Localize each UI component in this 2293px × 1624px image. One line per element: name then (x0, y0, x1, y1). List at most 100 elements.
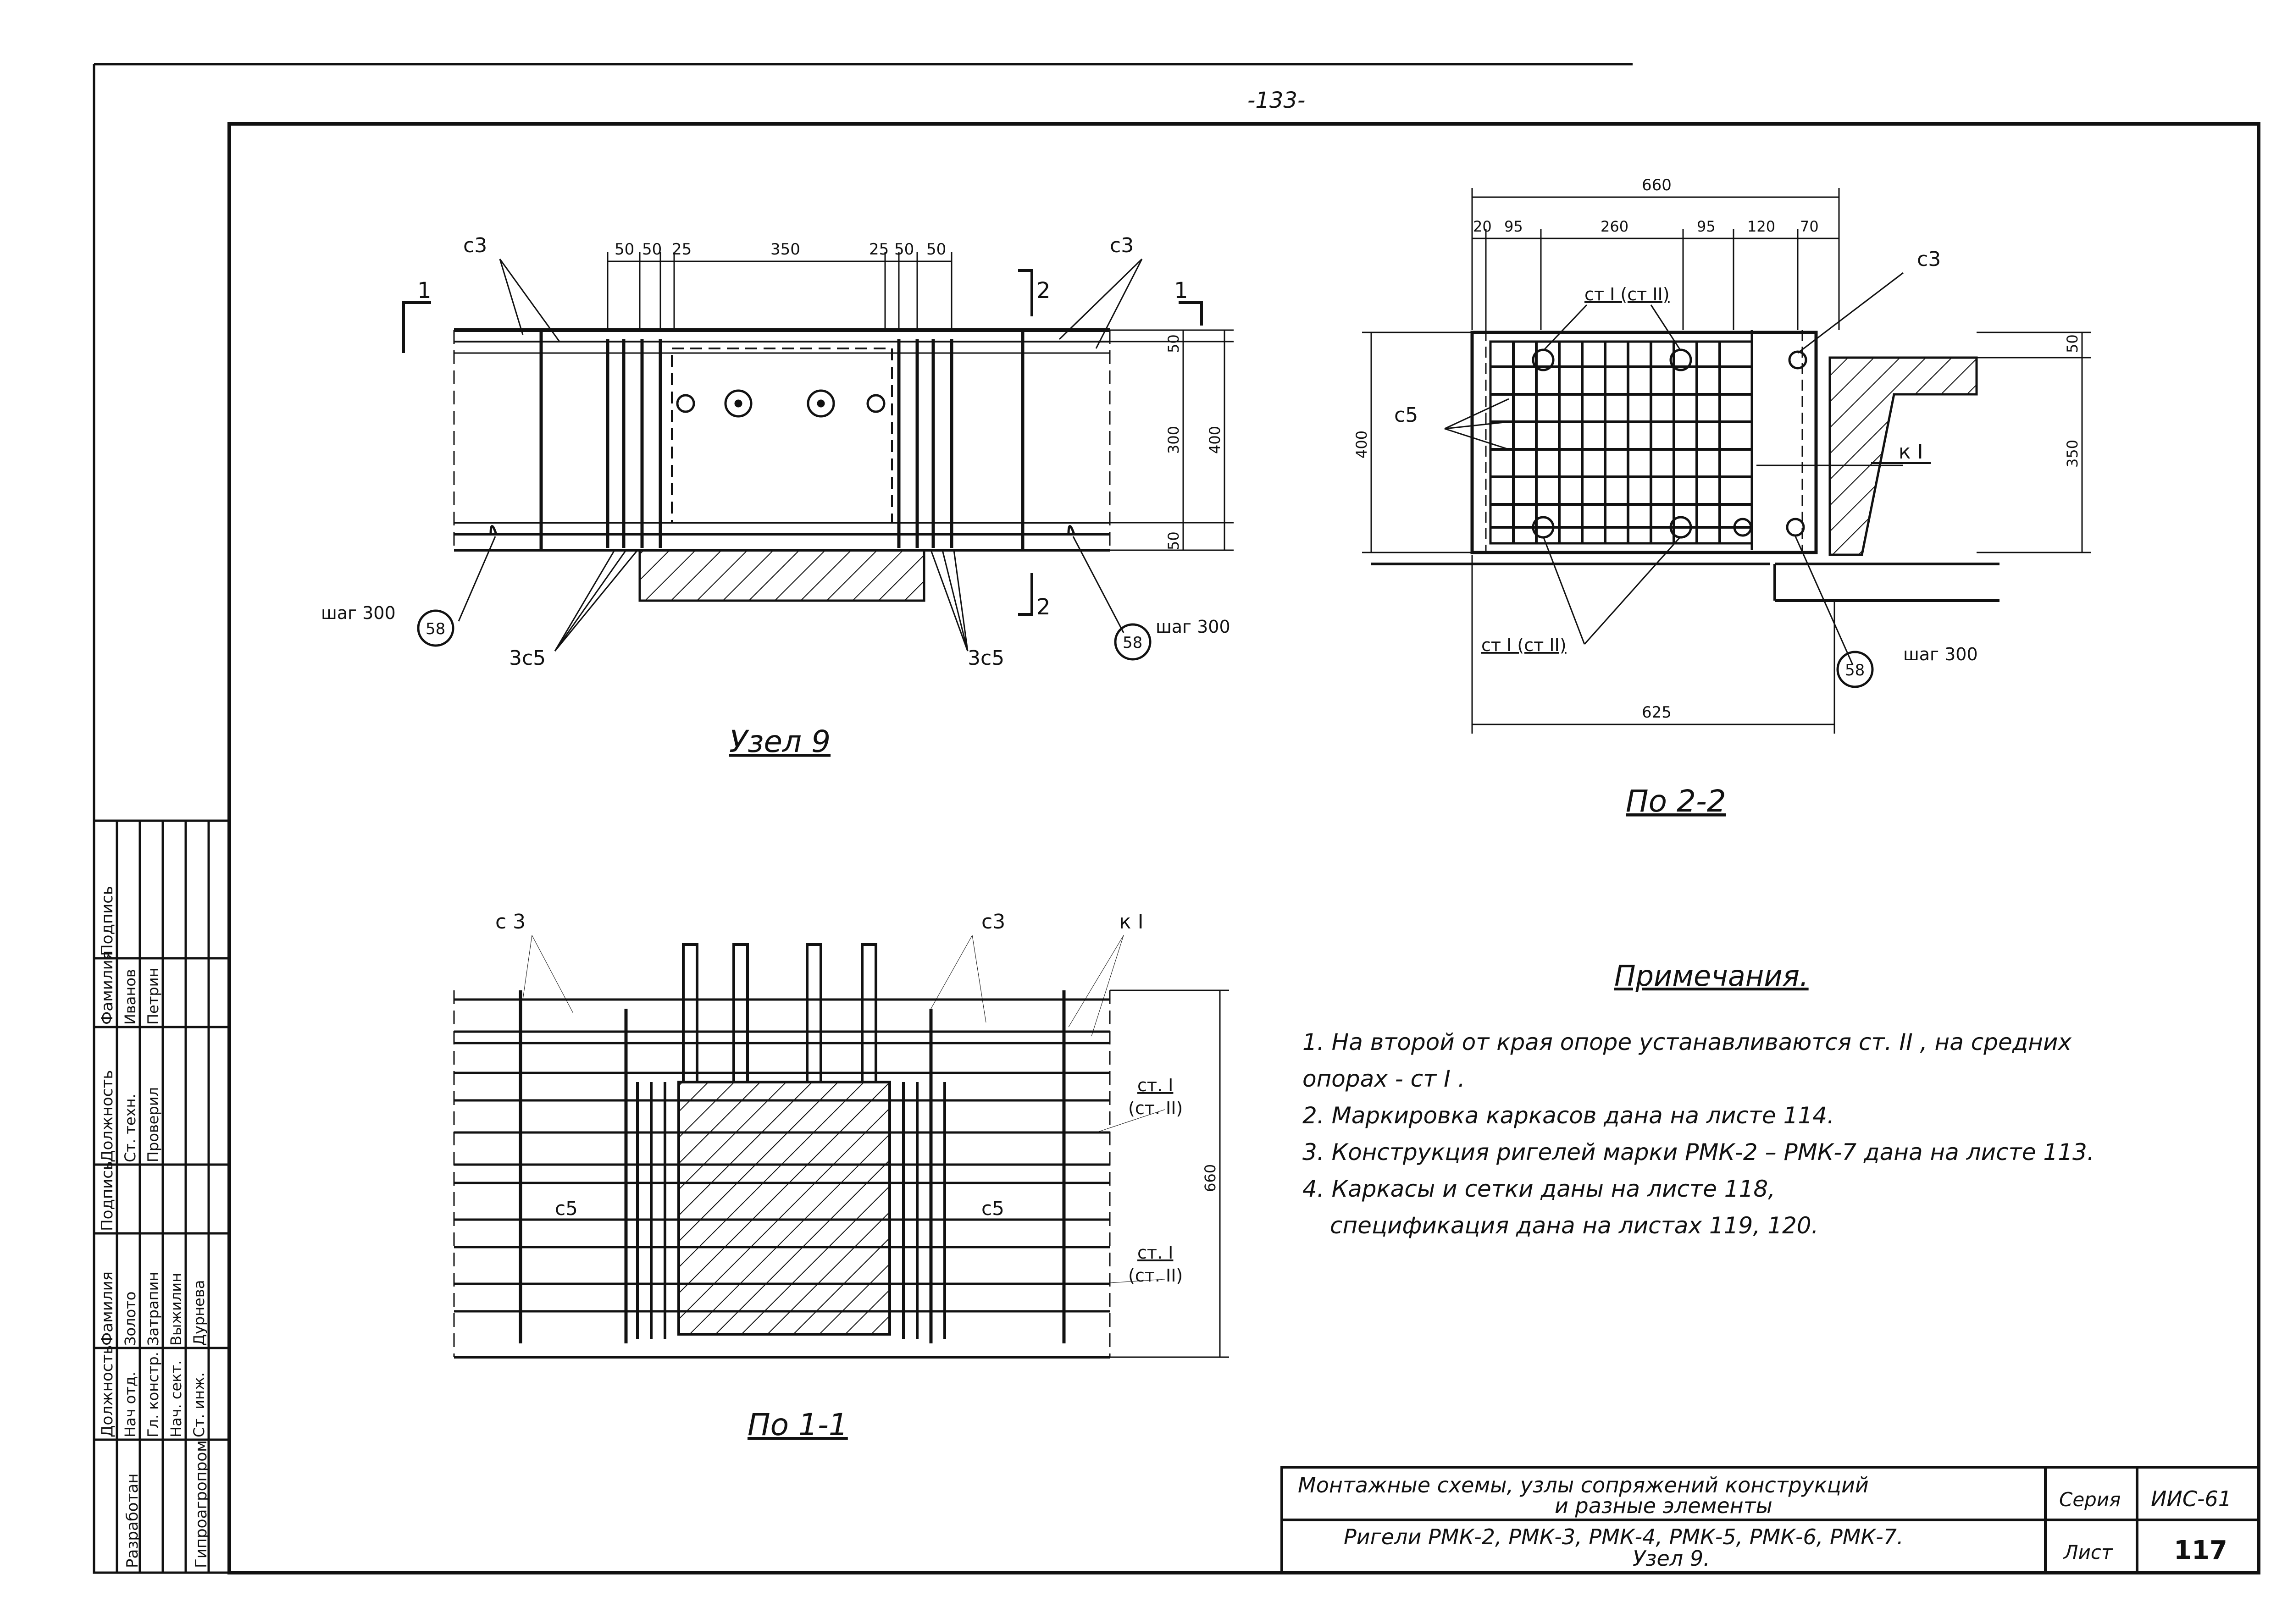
side-row5-pos: Ст. техн. (122, 1094, 139, 1162)
section22-dim-95b: 95 (1697, 218, 1716, 235)
side-row3-name: Выжилин (167, 1273, 185, 1346)
node9-label-3c5-left: 3с5 (509, 646, 546, 670)
side-row5-name: Иванов (122, 969, 139, 1025)
section22-dim-400: 400 (1353, 431, 1370, 458)
notes-line-6: спецификация дана на листах 119, 120. (1330, 1212, 1818, 1239)
sheet-label: Лист (2063, 1541, 2113, 1563)
side-header-5: Фамилия (98, 950, 116, 1025)
section11-st1: ст. I (1137, 1075, 1173, 1095)
notes-line-1: 1. На второй от края опоре устанавливают… (1302, 1029, 2071, 1055)
section22-labels: 660 20 95 260 95 120 70 400 50 350 625 с… (1353, 176, 2081, 819)
side-header-1: Должность (98, 1345, 116, 1437)
node9-cut1-left: 1 (417, 278, 432, 304)
side-row1-pos: Нач отд. (122, 1372, 139, 1437)
node9-dim-50c: 50 (894, 240, 914, 259)
side-row4-name: Дурнева (190, 1280, 208, 1346)
notes-line-4: 3. Конструкция ригелей марки РМК-2 – РМК… (1302, 1139, 2094, 1166)
node9-dim-25a: 25 (672, 240, 692, 259)
section11-title: По 1-1 (748, 1407, 848, 1442)
title-line-4: Узел 9. (1633, 1546, 1710, 1571)
section11-c3-left: с 3 (495, 910, 526, 934)
node9-cut2-top: 2 (1036, 278, 1051, 304)
title-block (1280, 1466, 2260, 1574)
series-label: Серия (2059, 1488, 2121, 1511)
series-value: ИИС-61 (2151, 1486, 2232, 1511)
node9-cut1-right: 1 (1174, 278, 1188, 304)
section11-dim-660: 660 (1202, 1164, 1219, 1192)
section11-st2: ст. I (1137, 1243, 1173, 1263)
section11-c5-left: с5 (555, 1197, 578, 1220)
section22-dim-50: 50 (2064, 334, 2081, 353)
side-row6-name: Петрин (144, 968, 162, 1025)
node9-mark-left: 58 (426, 620, 445, 638)
section22-dim-260: 260 (1601, 218, 1628, 235)
section11-labels: с 3 с3 к I ст. I (ст. II) ст. I (ст. II)… (495, 910, 1219, 1442)
node9-cut2-bottom: 2 (1036, 594, 1051, 620)
node9-step-left: шаг 300 (321, 603, 396, 623)
page-number: -133- (1247, 88, 1305, 113)
section11-c3-right: с3 (981, 910, 1005, 934)
side-header-3: Подпись (98, 1161, 116, 1231)
section22-label-c3: с3 (1917, 248, 1941, 271)
section22-drawing (1362, 188, 2091, 734)
side-header-6: Подпись (98, 886, 116, 956)
notes-title: Примечания. (1614, 959, 1809, 993)
notes: Примечания. 1. На второй от края опоре у… (1302, 959, 2094, 1239)
notes-line-5: 4. Каркасы и сетки даны на листе 118, (1302, 1176, 1775, 1202)
node9-label-c3-left: с3 (463, 234, 487, 257)
section22-label-kI: к I (1899, 440, 1923, 464)
node9-dim-right-50b: 50 (1165, 531, 1182, 550)
notes-line-3: 2. Маркировка каркасов дана на листе 114… (1302, 1102, 1834, 1129)
side-stamp-text: Должность Фамилия Подпись Должность Фами… (98, 886, 210, 1568)
side-stamp (93, 819, 231, 1574)
side-row4-pos: Ст. инж. (190, 1372, 208, 1437)
node9-drawing (402, 252, 1234, 661)
section22-dim-95a: 95 (1504, 218, 1523, 235)
section11-st1b: (ст. II) (1128, 1098, 1183, 1118)
side-org: Гипроагропром (192, 1440, 210, 1568)
title-line-2: и разные элементы (1555, 1493, 1772, 1518)
section22-dim-70: 70 (1800, 218, 1819, 235)
side-row1-name: Золото (122, 1292, 139, 1346)
node9-title: Узел 9 (729, 724, 831, 759)
section22-step: шаг 300 (1903, 644, 1978, 664)
side-row2-pos: Гл. констр. (144, 1352, 162, 1437)
side-header-4: Должность (98, 1070, 116, 1162)
node9-dim-350: 350 (770, 240, 800, 259)
node9-dim-50b: 50 (642, 240, 662, 259)
section11-c5-right: с5 (981, 1197, 1004, 1220)
section11-kI: к I (1119, 910, 1144, 934)
node9-label-3c5-right: 3с5 (968, 646, 1004, 670)
section22-st-top: ст I (ст II) (1584, 284, 1670, 304)
node9-dim-50d: 50 (926, 240, 946, 259)
section22-dim-20: 20 (1473, 218, 1492, 235)
sheet-value: 117 (2174, 1536, 2227, 1565)
side-row6-pos: Проверил (144, 1087, 162, 1162)
title-block-text: Монтажные схемы, узлы сопряжений констру… (1298, 1473, 2232, 1571)
title-line-3: Ригели РМК-2, РМК-3, РМК-4, РМК-5, РМК-6… (1344, 1525, 1904, 1549)
section22-dim-120: 120 (1747, 218, 1775, 235)
node9-step-right: шаг 300 (1156, 617, 1230, 637)
node9-label-c3-right: с3 (1110, 234, 1134, 257)
side-developed: Разработан (123, 1474, 142, 1568)
node9-labels: 50 50 25 350 25 50 50 50 300 50 400 с3 с… (321, 234, 1230, 759)
section11-st2b: (ст. II) (1128, 1265, 1183, 1286)
notes-line-2: опорах - ст I . (1302, 1066, 1465, 1092)
section22-label-c5: с5 (1394, 403, 1418, 427)
title-line-1: Монтажные схемы, узлы сопряжений констру… (1298, 1473, 1869, 1497)
node9-dim-total: 400 (1206, 426, 1224, 454)
section22-title: По 2-2 (1626, 784, 1726, 819)
section22-dim-660: 660 (1642, 176, 1672, 194)
section22-dim-350: 350 (2064, 440, 2081, 468)
section11-drawing (453, 935, 1229, 1359)
node9-dim-right-50a: 50 (1165, 334, 1182, 353)
side-row3-pos: Нач. сект. (167, 1360, 185, 1437)
node9-dim-right-300: 300 (1165, 426, 1182, 454)
section22-st-bottom: ст I (ст II) (1481, 635, 1567, 655)
side-header-2: Фамилия (98, 1271, 116, 1346)
section22-dim-625: 625 (1642, 703, 1672, 722)
node9-mark-right: 58 (1123, 634, 1142, 652)
side-row2-name: Затрапин (144, 1272, 162, 1346)
node9-dim-25b: 25 (869, 240, 889, 259)
